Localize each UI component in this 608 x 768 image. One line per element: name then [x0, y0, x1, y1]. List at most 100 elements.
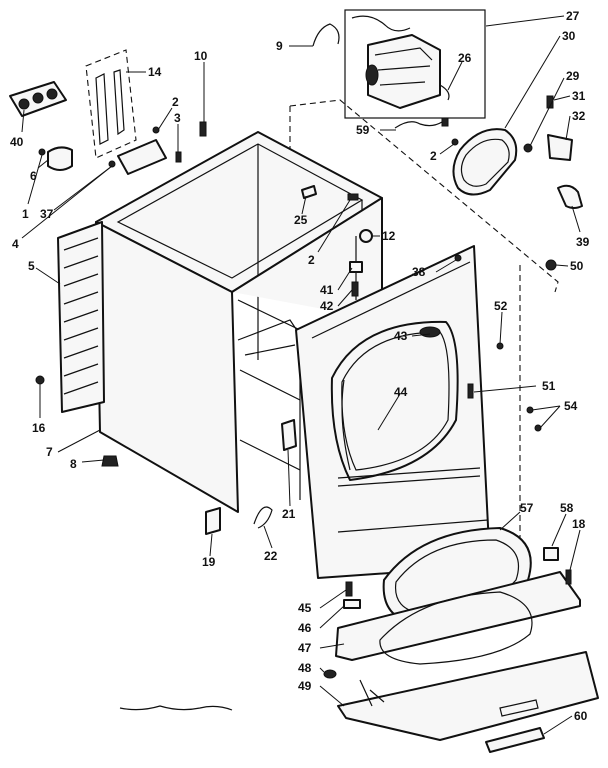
leveling-leg-8 — [101, 455, 119, 467]
screw-3 — [175, 151, 182, 163]
callout-42: 42 — [320, 299, 334, 313]
door-handle-60 — [485, 727, 545, 753]
screw-2-motor — [451, 138, 459, 146]
screw-4 — [108, 160, 116, 168]
screw-38 — [454, 254, 462, 262]
drive-belt-inner — [460, 138, 510, 187]
callout-2-motor: 2 — [430, 149, 437, 163]
screw-10 — [199, 121, 207, 137]
pencil-mark — [119, 705, 233, 711]
callout-50: 50 — [570, 259, 584, 273]
callout-40: 40 — [10, 135, 24, 149]
callout-5: 5 — [28, 259, 35, 273]
callout-47: 47 — [298, 641, 312, 655]
callout-51: 51 — [542, 379, 556, 393]
back-panel-frame — [57, 221, 105, 413]
screw-2-top — [152, 126, 160, 134]
callout-16: 16 — [32, 421, 46, 435]
hinge-46 — [343, 599, 361, 609]
door-outer-47 — [335, 571, 581, 661]
callout-37: 37 — [40, 207, 54, 221]
motor-shaft — [365, 64, 379, 86]
spring-22 — [253, 506, 273, 529]
door-seal-44 — [341, 379, 351, 471]
callout-26: 26 — [458, 51, 472, 65]
idler-screw-31 — [546, 95, 554, 109]
callout-60: 60 — [574, 709, 588, 723]
callout-4: 4 — [12, 237, 19, 251]
callout-25: 25 — [294, 213, 308, 227]
door-inner-panel-49 — [337, 651, 599, 741]
motor-assembly-frame — [344, 9, 486, 119]
latch-58 — [543, 547, 559, 561]
screw-16 — [35, 375, 45, 385]
callout-46: 46 — [298, 621, 312, 635]
callout-8: 8 — [70, 457, 77, 471]
thermostat-6 — [47, 146, 73, 171]
cabinet-base-rails — [237, 299, 301, 500]
control-parts — [9, 49, 207, 175]
front-panel — [295, 245, 491, 579]
drive-motor-detail — [374, 47, 433, 86]
drive-belt — [452, 128, 518, 196]
callout-7: 7 — [46, 445, 53, 459]
knob-40b — [32, 92, 44, 104]
screw-42 — [351, 281, 359, 297]
idler-nut-50 — [545, 259, 557, 271]
clip-2-mid — [347, 193, 359, 201]
callout-57: 57 — [520, 501, 534, 515]
callout-43: 43 — [394, 329, 408, 343]
callout-59: 59 — [356, 123, 370, 137]
screw-1 — [38, 148, 46, 156]
clip-25 — [301, 185, 317, 199]
cabinet — [95, 131, 383, 513]
timer-switch-14 — [95, 69, 125, 145]
callout-44: 44 — [394, 385, 408, 399]
timer-bracket-outline-14 — [85, 49, 137, 159]
callout-12: 12 — [382, 229, 396, 243]
callout-45: 45 — [298, 601, 312, 615]
callout-2-top: 2 — [172, 95, 179, 109]
clip-19 — [205, 507, 221, 535]
front-panel-bottom-rail — [337, 467, 481, 487]
door-window — [379, 591, 533, 665]
door-opening — [330, 320, 459, 481]
callout-6: 6 — [30, 169, 37, 183]
callout-22: 22 — [264, 549, 278, 563]
callout-38: 38 — [412, 265, 426, 279]
callout-29: 29 — [566, 69, 580, 83]
harness-connector — [441, 117, 449, 127]
callout-27: 27 — [566, 9, 580, 23]
callout-9: 9 — [276, 39, 283, 53]
grommet-12 — [359, 229, 373, 243]
drive-motor — [367, 34, 441, 109]
motor-assembly — [344, 9, 486, 119]
front-panel-top-edge — [311, 261, 471, 339]
wire-harness-9 — [312, 23, 340, 47]
switch-block-37 — [117, 139, 167, 175]
callout-58: 58 — [560, 501, 574, 515]
callout-1: 1 — [22, 207, 29, 221]
back-panel — [57, 221, 105, 413]
screw-18 — [565, 569, 572, 585]
callout-52: 52 — [494, 299, 508, 313]
callout-10: 10 — [194, 49, 208, 63]
door-switch-41 — [349, 261, 363, 273]
motor-harness — [351, 15, 411, 32]
leader-lines — [21, 15, 581, 735]
knob-40c — [46, 88, 58, 100]
callout-31: 31 — [572, 89, 586, 103]
strike-51 — [467, 383, 474, 399]
screw-45 — [345, 581, 353, 597]
idler-pulley-39 — [557, 184, 583, 209]
callout-14: 14 — [148, 65, 162, 79]
callout-32: 32 — [572, 109, 586, 123]
screw-54b — [534, 424, 542, 432]
callout-19: 19 — [202, 555, 216, 569]
callout-2-mid: 2 — [308, 253, 315, 267]
callout-49: 49 — [298, 679, 312, 693]
back-panel-louvers — [63, 237, 99, 395]
door-opening-inner — [341, 331, 450, 471]
callout-labels: 9 27 30 26 29 31 32 59 2 10 14 2 3 40 6 … — [10, 9, 590, 723]
